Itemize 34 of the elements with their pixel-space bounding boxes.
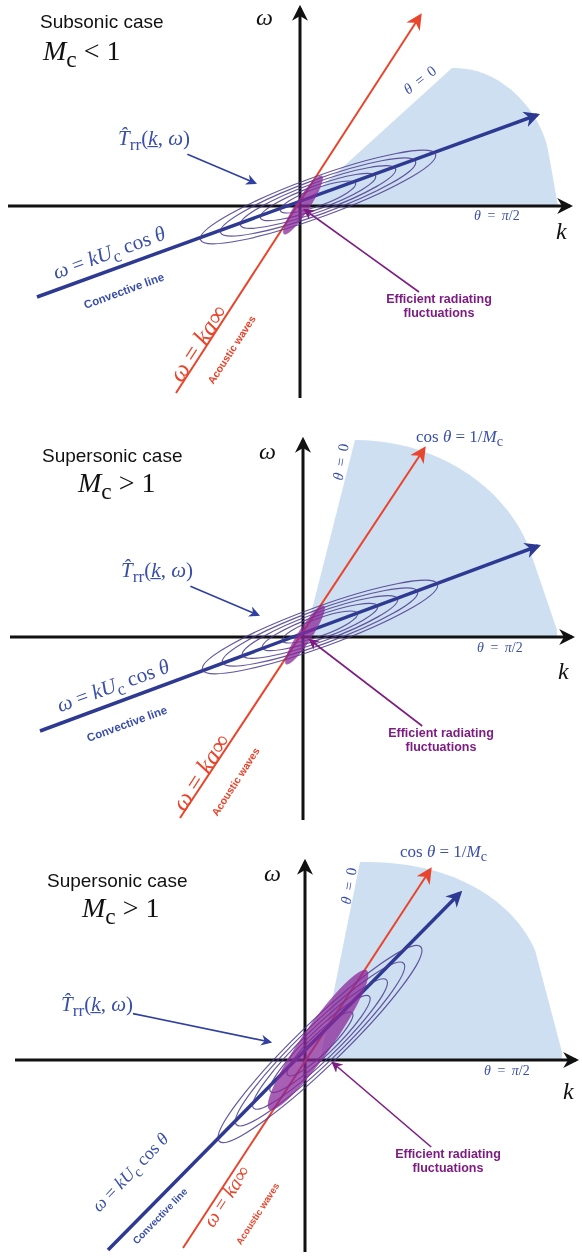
callout-label: Efficient radiating fluctuations xyxy=(385,1147,511,1176)
angle-label: θ = 0 xyxy=(337,866,361,906)
spectrum-label: T̂$_{rr}$(k̲, ω) xyxy=(118,126,190,155)
axis-label: k xyxy=(556,218,567,245)
axis-label: ω xyxy=(256,4,273,31)
angle-label: θ = π/2 xyxy=(477,640,523,656)
angle-label: θ = π/2 xyxy=(484,1063,530,1079)
angle-label: θ = 0 xyxy=(400,62,440,98)
mach-condition: M$_{c}$ < 1 xyxy=(43,36,121,73)
angle-label: θ = 0 xyxy=(329,442,353,482)
angle-label: θ = π/2 xyxy=(474,208,520,224)
axis-label: ω xyxy=(264,860,281,887)
spectrum-label: T̂$_{rr}$(k̲, ω) xyxy=(61,992,133,1021)
axis-label: ω xyxy=(259,438,276,465)
spectrum-label: T̂$_{rr}$(k̲, ω) xyxy=(121,558,193,587)
contour-ellipses xyxy=(199,149,437,245)
leader-arrow xyxy=(189,585,261,617)
case-title: Subsonic case xyxy=(40,12,164,33)
leader-arrow xyxy=(308,638,424,727)
mach-condition: M$_{c}$ > 1 xyxy=(82,893,160,930)
leader-arrow xyxy=(132,1012,273,1046)
case-title: Supersonic case xyxy=(47,871,188,892)
leader-arrow xyxy=(303,208,420,293)
leader-arrow xyxy=(186,153,258,185)
condition-label: cos θ = 1/M$_{c}$ xyxy=(400,843,488,865)
callout-label: Efficient radiating fluctuations xyxy=(378,726,504,755)
leader-arrow xyxy=(331,1061,432,1148)
case-title: Supersonic case xyxy=(42,446,183,467)
mach-condition: M$_{c}$ > 1 xyxy=(78,468,156,505)
axis-label: k xyxy=(558,658,569,685)
callout-label: Efficient radiating fluctuations xyxy=(376,292,502,321)
condition-label: cos θ = 1/M$_{c}$ xyxy=(416,428,504,450)
axis-label: k xyxy=(563,1078,574,1105)
contour-ellipses xyxy=(201,579,439,675)
